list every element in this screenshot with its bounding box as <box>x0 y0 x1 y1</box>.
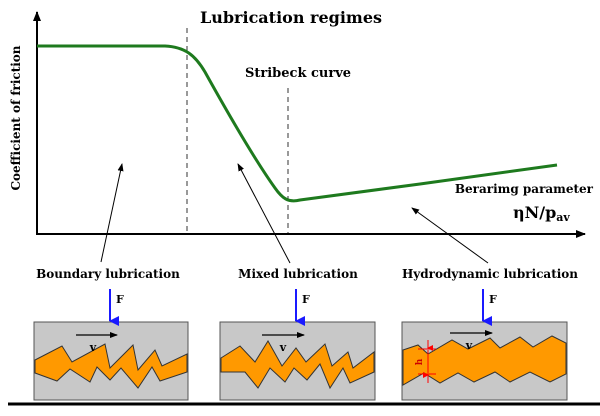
hydrodynamic-contact-block: v F h <box>401 289 568 401</box>
mixed-velocity-label: v <box>279 341 287 354</box>
x-axis-formula-sub: av <box>556 211 570 224</box>
mixed-force-label: F <box>302 293 310 306</box>
hydrodynamic-lubricant <box>402 335 567 386</box>
boundary-lubricant <box>34 343 188 389</box>
boundary-contact-block: v F <box>33 289 189 401</box>
gap-label: h <box>415 358 425 365</box>
regime-label-boundary: Boundary lubrication <box>36 267 180 281</box>
boundary-pointer-arrow <box>100 163 124 263</box>
x-axis-formula: ηN/pav <box>513 203 570 224</box>
mixed-lubricant <box>220 340 375 390</box>
hydrodynamic-force-label: F <box>489 293 497 306</box>
regime-label-mixed: Mixed lubrication <box>238 267 358 281</box>
mixed-pointer-arrow <box>237 163 291 264</box>
curve-label: Stribeck curve <box>245 66 351 81</box>
hydrodynamic-velocity-label: v <box>465 339 473 352</box>
y-axis-label: Coefficient of friction <box>9 45 23 190</box>
regime-label-hydrodynamic: Hydrodynamic lubrication <box>402 267 578 281</box>
stribeck-curve <box>37 44 558 203</box>
mixed-contact-block: v F <box>219 289 376 401</box>
boundary-velocity-label: v <box>89 341 97 354</box>
diagram-title: Lubrication regimes <box>200 8 382 27</box>
hydrodynamic-pointer-arrow <box>411 207 489 264</box>
x-axis-label: Berarimg parameter <box>455 182 594 196</box>
boundary-force-label: F <box>116 293 124 306</box>
x-axis-formula-main: ηN/p <box>513 203 556 222</box>
